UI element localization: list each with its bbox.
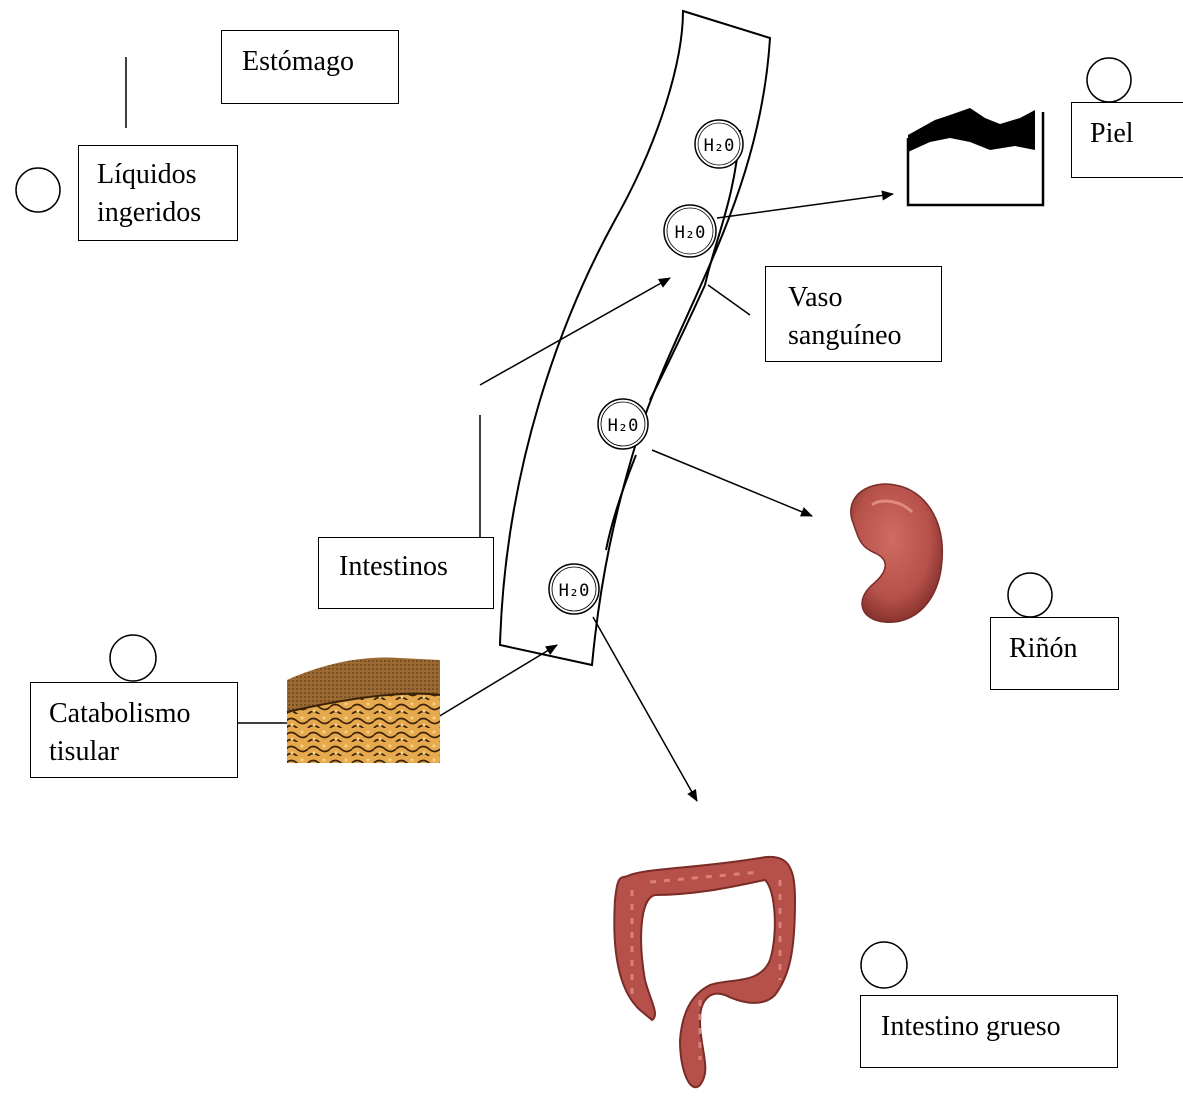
label-intestino-grueso-text: Intestino grueso [881, 1008, 1117, 1046]
answer-circle-piel [1087, 58, 1131, 102]
water-molecule-label: H₂0 [559, 581, 590, 601]
label-catabolismo-line2: tisular [49, 733, 237, 771]
answer-circle-rinon [1008, 573, 1052, 617]
water-molecule-3: H₂0 [598, 399, 648, 449]
label-vaso-line1: Vaso [788, 279, 941, 317]
colon-illustration [614, 857, 795, 1087]
label-vaso-line2: sanguíneo [788, 317, 941, 355]
answer-circle-intestino-grueso [861, 942, 907, 988]
label-intestino-grueso: Intestino grueso [860, 995, 1118, 1068]
vaso-connector [708, 285, 750, 315]
label-piel: Piel [1071, 102, 1183, 178]
arrow-to-kidney [652, 450, 812, 516]
label-piel-text: Piel [1090, 115, 1183, 153]
label-estomago: Estómago [221, 30, 399, 104]
water-molecule-4: H₂0 [549, 564, 599, 614]
water-molecule-1: H₂0 [695, 120, 743, 168]
arrow-to-colon [593, 617, 697, 801]
label-estomago-text: Estómago [242, 43, 398, 81]
blood-vessel [500, 11, 770, 665]
label-rinon: Riñón [990, 617, 1119, 690]
water-molecule-label: H₂0 [675, 223, 706, 243]
label-vaso-sanguineo: Vaso sanguíneo [765, 266, 942, 362]
answer-circle-liquidos [16, 168, 60, 212]
water-molecule-label: H₂0 [608, 416, 639, 436]
label-catabolismo-tisular: Catabolismo tisular [30, 682, 238, 778]
skin-illustration [908, 108, 1043, 205]
label-intestinos-text: Intestinos [339, 548, 493, 586]
arrow-to-skin [717, 194, 893, 218]
answer-circle-catabolismo [110, 635, 156, 681]
label-catabolismo-line1: Catabolismo [49, 695, 237, 733]
label-liquidos-ingeridos: Líquidos ingeridos [78, 145, 238, 241]
kidney-illustration [851, 484, 942, 622]
label-rinon-text: Riñón [1009, 630, 1118, 668]
label-intestinos: Intestinos [318, 537, 494, 609]
label-liquidos-line2: ingeridos [97, 194, 237, 232]
water-molecule-2: H₂0 [664, 205, 716, 257]
tissue-illustration [287, 657, 440, 763]
label-liquidos-line1: Líquidos [97, 156, 237, 194]
water-molecule-label: H₂0 [704, 136, 735, 156]
